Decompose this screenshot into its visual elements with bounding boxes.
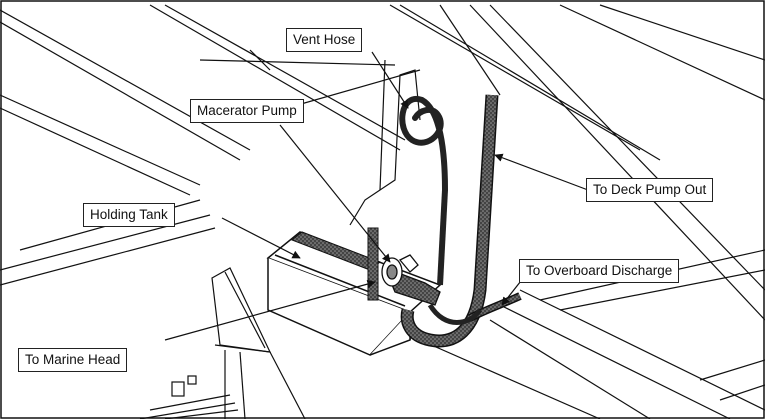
tank-top-strip bbox=[291, 231, 381, 271]
leader-macerator-pump bbox=[279, 124, 391, 263]
label-overboard-discharge: To Overboard Discharge bbox=[519, 259, 680, 283]
tank-pipe bbox=[367, 227, 379, 301]
bulkhead-triangle bbox=[211, 267, 306, 419]
label-macerator-pump: Macerator Pump bbox=[190, 99, 304, 123]
label-deck-pump-out: To Deck Pump Out bbox=[586, 178, 714, 202]
deck-pump-hose bbox=[402, 94, 497, 346]
macerator-pump bbox=[381, 254, 441, 306]
pump-discharge-hose bbox=[427, 303, 483, 325]
label-holding-tank: Holding Tank bbox=[83, 203, 175, 227]
leader-marine-head bbox=[164, 279, 376, 341]
leader-lines bbox=[164, 51, 589, 341]
leader-deck-pump-out bbox=[494, 153, 589, 191]
vent-hose bbox=[399, 95, 448, 193]
leader-vent-hose bbox=[371, 51, 409, 109]
marine-head-fittings bbox=[139, 375, 239, 419]
label-vent-hose: Vent Hose bbox=[286, 28, 363, 52]
leader-holding-tank bbox=[221, 217, 301, 259]
vent-hose-down bbox=[437, 189, 448, 286]
label-marine-head: To Marine Head bbox=[18, 348, 128, 372]
